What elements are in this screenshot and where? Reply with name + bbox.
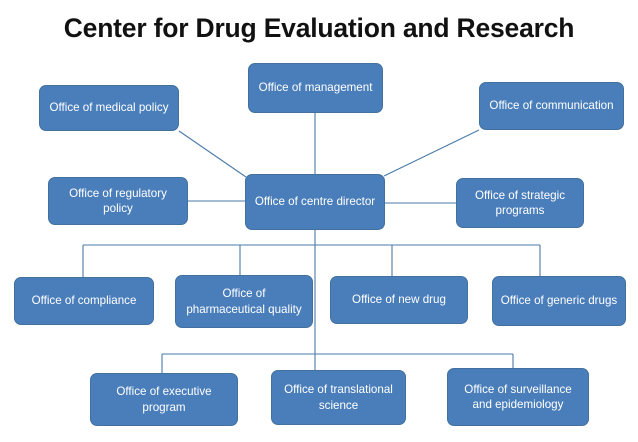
node-label: Office of compliance [31,294,137,308]
node-office-of-communication[interactable]: Office of communication [479,82,624,130]
node-office-of-new-drug[interactable]: Office of new drug [330,276,468,324]
node-label: Office of communication [489,99,614,113]
edge-medical-director [178,130,247,178]
node-office-of-translational-science[interactable]: Office of translational science [271,370,406,425]
node-label: Office of new drug [352,293,446,307]
node-label: Office of regulatory policy [69,186,167,215]
node-label: Office of medical policy [49,101,169,115]
page-title: Center for Drug Evaluation and Research [63,13,575,43]
node-office-of-compliance[interactable]: Office of compliance [14,277,154,325]
node-office-of-regulatory-policy[interactable]: Office of regulatory policy [48,177,188,225]
node-label: Office of centre director [254,195,376,209]
node-label: Office of surveillance and epidemiology [464,382,572,411]
edge-communication-director [383,129,480,177]
node-office-of-pharmaceutical-quality[interactable]: Office of pharmaceutical quality [175,275,313,328]
node-label: Office of executive program [116,385,212,414]
node-label: Office of strategic programs [475,188,565,217]
node-label: Office of generic drugs [500,294,618,308]
node-office-of-generic-drugs[interactable]: Office of generic drugs [492,276,626,326]
node-label: Office of pharmaceutical quality [186,287,302,316]
node-office-of-medical-policy[interactable]: Office of medical policy [39,85,179,131]
node-office-of-strategic-programs[interactable]: Office of strategic programs [456,178,584,228]
node-office-of-executive-program[interactable]: Office of executive program [90,373,238,426]
node-office-of-centre-director[interactable]: Office of centre director [245,174,385,230]
node-label: Office of management [258,81,373,95]
node-office-of-management[interactable]: Office of management [248,63,383,113]
node-office-of-surveillance-and-epidemiology[interactable]: Office of surveillance and epidemiology [447,368,589,426]
node-label: Office of translational science [284,383,393,412]
